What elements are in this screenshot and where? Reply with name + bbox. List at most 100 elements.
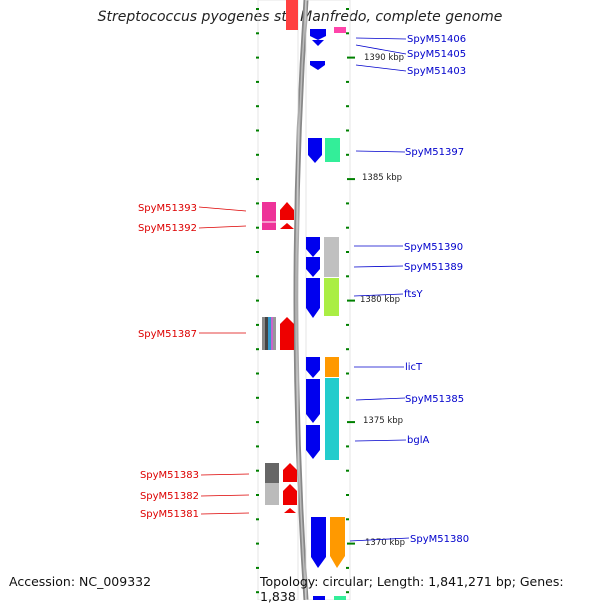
gene-block-bottom-blue [313,596,325,600]
scale-tick [256,372,259,375]
accession-text: Accession: NC_009332 [9,574,152,589]
genome-backbone [293,0,309,600]
scale-tick [347,421,355,424]
gene-block-SpyM51383 [265,463,279,483]
scale-ticks [256,8,355,594]
scale-label-1385: 1385 kbp [362,173,402,183]
scale-tick [256,56,259,59]
gene-arrow-SpyM51389[interactable] [306,257,320,277]
scale-tick [256,226,259,229]
gene-arrow-bglA[interactable] [306,425,320,459]
scale-tick [256,178,259,181]
gene-label-SpyM51380[interactable]: SpyM51380 [410,534,469,545]
scale-tick [256,251,259,253]
scale-tick [256,396,259,399]
scale-tick [347,299,355,302]
scale-tick [347,178,355,181]
gene-label-SpyM51392[interactable]: SpyM51392 [138,223,197,234]
plus-leader-lines [349,37,410,542]
scale-tick [256,129,259,132]
gene-arrow-SpyM51383[interactable] [283,463,297,482]
scale-tick [346,129,349,132]
gene-arrow-SpyM51387[interactable] [280,317,294,350]
gene-block-licT [325,357,339,377]
gene-block-SpyM51382 [265,483,279,505]
gene-label-SpyM51406[interactable]: SpyM51406 [407,34,466,45]
scale-tick [256,32,259,35]
scale-label-1375: 1375 kbp [363,416,403,426]
scale-tick [256,445,259,448]
gene-arrow-SpyM51393[interactable] [280,202,294,220]
scale-tick [347,56,355,59]
gene-arrow-ftsY[interactable] [306,278,320,318]
gene-arrow-SpyM51390[interactable] [306,237,320,257]
scale-tick [346,32,349,35]
gene-arrow-SpyM51380[interactable] [311,517,326,568]
gene-label-SpyM51382[interactable]: SpyM51382 [140,491,199,502]
gene-label-SpyM51383[interactable]: SpyM51383 [140,470,199,481]
scale-tick [256,421,259,424]
scale-tick [346,105,349,108]
gene-label-SpyM51387[interactable]: SpyM51387 [138,329,197,340]
scale-tick [256,518,259,521]
scale-tick [346,226,349,229]
gene-arrow-SpyM51381[interactable] [284,508,296,513]
scale-tick [256,566,259,569]
scale-tick [256,323,259,326]
gene-block-top-pink [334,27,346,33]
scale-tick [346,566,349,569]
gene-block-SpyM51387-gray [262,317,265,350]
gene-block-SpyM51393 [262,202,276,230]
gene-block-top-minus [286,0,298,30]
scale-tick [346,518,349,521]
gene-label-SpyM51397[interactable]: SpyM51397 [405,147,464,158]
gene-block-SpyM51385 [325,378,339,460]
scale-tick [256,542,259,545]
gene-arrow-SpyM51385[interactable] [306,379,320,423]
scale-tick [346,202,349,205]
gene-arrow-SpyM51397[interactable] [308,138,322,163]
gene-label-bglA[interactable]: bglA [407,435,429,446]
gene-label-SpyM51393[interactable]: SpyM51393 [138,203,197,214]
gene-arrow-SpyM51403[interactable] [310,61,325,70]
gene-block-SpyM51390 [324,237,339,277]
gene-block-bottom-green [334,596,346,600]
scale-tick [256,8,259,10]
gene-label-SpyM51403[interactable]: SpyM51403 [407,66,466,77]
scale-tick [346,445,349,448]
gene-label-SpyM51389[interactable]: SpyM51389 [404,262,463,273]
map-title: Streptococcus pyogenes str. Manfredo, co… [97,9,503,25]
scale-tick [256,202,259,205]
scale-tick [346,591,349,594]
gene-label-SpyM51405[interactable]: SpyM51405 [407,49,466,60]
scale-tick [256,469,259,472]
gene-arrow-SpyM51406[interactable] [310,29,326,40]
scale-tick [256,80,259,83]
gene-arrow-SpyM51382[interactable] [283,484,297,505]
scale-tick [256,105,259,108]
gene-label-licT[interactable]: licT [405,362,423,373]
scale-label-1390: 1390 kbp [364,53,404,63]
gene-arrow-SpyM51392[interactable] [280,223,294,229]
scale-tick [346,8,349,10]
gene-label-ftsY[interactable]: ftsY [404,289,423,300]
gene-label-SpyM51381[interactable]: SpyM51381 [140,509,199,520]
scale-tick [346,80,349,83]
scale-tick [256,348,259,351]
scale-tick [256,153,259,156]
scale-tick [347,542,355,545]
gene-label-SpyM51390[interactable]: SpyM51390 [404,242,463,253]
gene-block-SpyM51380 [330,517,345,568]
scale-tick [346,275,349,278]
gene-arrow-licT[interactable] [306,357,320,378]
scale-tick [256,494,259,496]
scale-label-1380: 1380 kbp [360,295,400,305]
scale-tick [346,372,349,375]
scale-tick [346,494,349,496]
gene-arrow-SpyM51405[interactable] [312,40,324,46]
scale-tick [256,299,259,302]
scale-tick [346,348,349,351]
gene-label-SpyM51385[interactable]: SpyM51385 [405,394,464,405]
minus-leader-lines [198,206,250,515]
